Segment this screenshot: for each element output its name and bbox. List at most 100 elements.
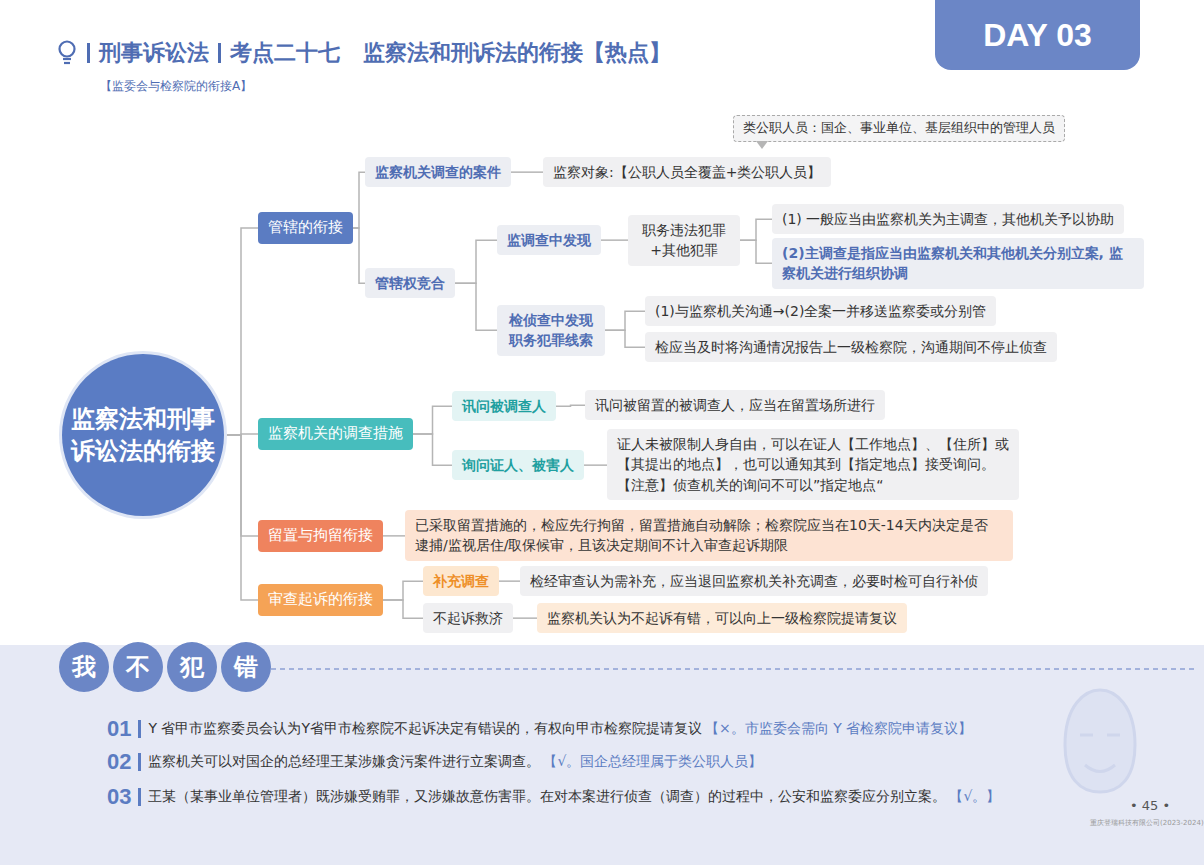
node-text: DAY 03 — [983, 12, 1092, 58]
item-number: 03 — [107, 784, 131, 810]
tree-connector — [224, 228, 258, 435]
node-text: 监察对象:【公职人员全覆盖+类公职人员】 — [553, 162, 821, 182]
day-tab: DAY 03 — [935, 0, 1140, 70]
topic-number: 考点二十七 — [230, 38, 340, 68]
detail-box: 检应当及时将沟通情况报告上一级检察院，沟通期间不停止侦查 — [645, 332, 1057, 362]
item-number: 02 — [107, 749, 131, 775]
node-text: 监察机关调查的案件 — [375, 162, 501, 182]
tree-connector — [455, 283, 497, 330]
callout-box: 类公职人员：国企、事业单位、基层组织中的管理人员 — [733, 115, 1065, 142]
header-row: 刑事诉讼法 考点二十七 监察法和刑诉法的衔接【热点】 — [56, 38, 671, 68]
tree-connector — [740, 240, 772, 263]
tree-connector — [584, 464, 607, 466]
tree-connector — [353, 228, 365, 283]
node-text: (1)与监察机关沟通→(2)全案一并移送监察委或分别管 — [655, 301, 986, 321]
node-text: 错 — [234, 650, 258, 685]
tree-connector — [353, 172, 365, 228]
item-number: 01 — [107, 716, 131, 742]
topic-box: 监察机关调查的案件 — [365, 157, 511, 187]
quiz-row: 02 监察机关可以对国企的总经理王某涉嫌贪污案件进行立案调查。 【√。国企总经理… — [107, 749, 762, 775]
detail-box: 讯问被留置的被调查人，应当在留置场所进行 — [585, 390, 885, 420]
badge-circle: 错 — [221, 642, 271, 692]
node-text: 检应当及时将沟通情况报告上一级检察院，沟通期间不停止侦查 — [655, 337, 1047, 357]
node-text: 讯问被留置的被调查人，应当在留置场所进行 — [595, 395, 875, 415]
node-text: 证人未被限制人身自由，可以在证人【工作地点】、【住所】或 【其提出的地点】，也可… — [617, 434, 1009, 495]
page-title: 监察法和刑诉法的衔接【热点】 — [363, 38, 671, 68]
node-text: 检侦查中发现 职务犯罪线索 — [507, 310, 595, 351]
divider-bar — [218, 43, 221, 63]
badge-circle: 犯 — [167, 642, 217, 692]
divider-bar — [138, 753, 141, 771]
node-text: 监察法和刑事 诉讼法的衔接 — [68, 403, 218, 468]
tree-connector — [455, 240, 497, 283]
page-number: • 45 • — [1130, 798, 1170, 813]
bulb-icon — [56, 40, 78, 66]
branch-box: 审查起诉的衔接 — [258, 584, 383, 616]
node-text: 检经审查认为需补充，应当退回监察机关补充调查，必要时检可自行补侦 — [530, 571, 978, 591]
section-name: 刑事诉讼法 — [99, 38, 209, 68]
tree-connector — [511, 171, 543, 173]
subtitle: 【监委会与检察院的衔接A】 — [100, 78, 252, 95]
tree-connector — [605, 330, 645, 347]
node-text: 犯 — [180, 650, 204, 685]
node-text: 不 — [126, 650, 150, 685]
branch-box: 留置与拘留衔接 — [258, 520, 383, 552]
node-text: (2)主调查是指应当由监察机关和其他机关分别立案, 监察机关进行组织协调 — [782, 243, 1134, 284]
topic-box: 询问证人、被害人 — [452, 450, 584, 480]
node-text: 职务违法犯罪 +其他犯罪 — [638, 220, 730, 261]
tree-connector — [605, 311, 645, 330]
badge-circle: 不 — [113, 642, 163, 692]
node-text: 监察机关认为不起诉有错，可以向上一级检察院提请复议 — [547, 608, 897, 628]
node-text: 留置与拘留衔接 — [268, 525, 373, 547]
detail-box: (1) 一般应当由监察机关为主调查，其他机关予以协助 — [772, 204, 1124, 234]
quiz-statement: 王某（某事业单位管理者）既涉嫌受贿罪，又涉嫌故意伤害罪。在对本案进行侦查（调查）… — [148, 788, 946, 806]
node-text: 讯问被调查人 — [462, 396, 546, 416]
node-text: 监察机关的调查措施 — [268, 423, 403, 445]
tree-connector — [383, 600, 423, 618]
topic-box: 检侦查中发现 职务犯罪线索 — [497, 305, 605, 356]
detail-box: (2)主调查是指应当由监察机关和其他机关分别立案, 监察机关进行组织协调 — [772, 238, 1144, 289]
topic-box: 不起诉救济 — [423, 603, 513, 633]
detail-box: (1)与监察机关沟通→(2)全案一并移送监察委或分别管 — [645, 296, 996, 326]
node-text: 补充调查 — [433, 571, 489, 591]
topic-box: 讯问被调查人 — [452, 391, 556, 421]
node-text: 已采取留置措施的，检应先行拘留，留置措施自动解除；检察院应当在10天-14天内决… — [415, 515, 1003, 556]
detail-box: 监察机关认为不起诉有错，可以向上一级检察院提请复议 — [537, 603, 907, 633]
divider-bar — [138, 720, 141, 738]
quiz-answer: 【×。市监委会需向 Y 省检察院申请复议】 — [705, 720, 972, 738]
node-text: 不起诉救济 — [433, 608, 503, 628]
tree-connector — [413, 434, 452, 465]
topic-box: 监调查中发现 — [497, 225, 601, 255]
tree-connector — [740, 219, 772, 240]
tree-connector — [413, 406, 452, 434]
dashed-rule — [262, 668, 1196, 669]
quiz-row: 03 王某（某事业单位管理者）既涉嫌受贿罪，又涉嫌故意伤害罪。在对本案进行侦查（… — [107, 784, 1000, 810]
node-text: 询问证人、被害人 — [462, 455, 574, 475]
topic-box: 补充调查 — [423, 566, 499, 596]
quiz-answer: 【√。国企总经理属于类公职人员】 — [543, 753, 762, 771]
tree-connector — [224, 435, 258, 600]
branch-box: 管辖的衔接 — [258, 212, 353, 244]
node-text: 监调查中发现 — [507, 230, 591, 250]
tree-connector — [383, 535, 405, 537]
quiz-statement: Y 省甲市监察委员会认为Y省甲市检察院不起诉决定有错误的，有权向甲市检察院提请复… — [148, 720, 702, 738]
divider-bar — [87, 43, 90, 63]
detail-box: 检经审查认为需补充，应当退回监察机关补充调查，必要时检可自行补侦 — [520, 566, 988, 596]
node-text: 我 — [72, 650, 96, 685]
tree-connector — [383, 581, 423, 600]
node-text: 类公职人员：国企、事业单位、基层组织中的管理人员 — [743, 119, 1055, 138]
detail-box: 已采取留置措施的，检应先行拘留，留置措施自动解除；检察院应当在10天-14天内决… — [405, 510, 1013, 561]
tree-connector — [499, 580, 520, 582]
quiz-statement: 监察机关可以对国企的总经理王某涉嫌贪污案件进行立案调查。 — [148, 753, 540, 771]
node-text: (1) 一般应当由监察机关为主调查，其他机关予以协助 — [782, 209, 1114, 229]
tree-connector — [556, 405, 585, 406]
tree-connector — [513, 617, 537, 619]
node-text: 管辖的衔接 — [268, 217, 343, 239]
root-circle: 监察法和刑事 诉讼法的衔接 — [62, 354, 224, 516]
badge-circle: 我 — [59, 642, 109, 692]
tree-connector — [601, 239, 628, 241]
mascot-icon — [1065, 690, 1135, 792]
detail-box: 监察对象:【公职人员全覆盖+类公职人员】 — [543, 157, 831, 187]
detail-box: 职务违法犯罪 +其他犯罪 — [628, 215, 740, 266]
